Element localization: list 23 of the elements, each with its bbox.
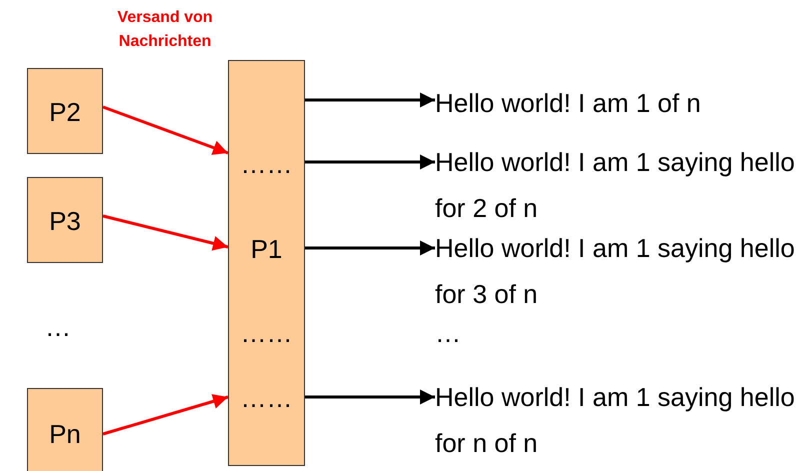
box-label: P1	[250, 234, 284, 264]
output-text: Hello world! I am 1 saying hello for n of n	[435, 374, 807, 466]
arrow	[305, 390, 435, 404]
arrow	[102, 214, 228, 251]
ellipsis-text: ……	[240, 383, 294, 413]
process-box	[27, 388, 103, 471]
arrow	[305, 240, 435, 256]
ellipsis-text: ……	[240, 318, 294, 348]
arrow	[102, 106, 229, 155]
arrow	[102, 394, 228, 436]
ellipsis-text: …	[45, 312, 71, 343]
ellipsis-text: ……	[240, 149, 294, 179]
box-label: P2	[48, 97, 82, 127]
process-box	[228, 60, 305, 466]
process-box	[27, 177, 103, 263]
box-label: Pn	[48, 419, 82, 449]
ellipsis-text: …	[435, 318, 461, 349]
output-text: Hello world! I am 1 of n	[435, 80, 807, 126]
heading-text: Versand von Nachrichten	[116, 8, 214, 52]
box-label: P3	[48, 206, 82, 236]
process-box	[27, 68, 103, 154]
arrow	[305, 154, 435, 170]
arrow	[305, 92, 435, 108]
